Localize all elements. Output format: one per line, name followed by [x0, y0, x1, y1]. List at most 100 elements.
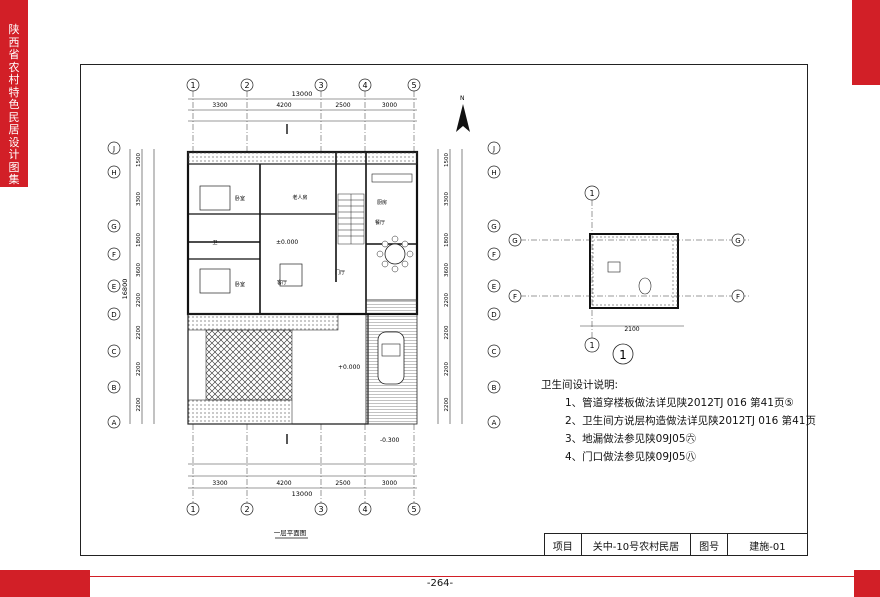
grid-bubble-left	[107, 279, 121, 293]
grid-bubble-left	[107, 247, 121, 261]
dining-table	[384, 243, 406, 265]
grid-label-bottom: 2	[244, 505, 249, 514]
car-outline	[377, 331, 405, 385]
note-item-1: 1、管道穿楼板做法详见陕2012TJ 016 第41页⑤	[565, 397, 794, 409]
dim-top-value: 3300	[212, 102, 227, 109]
dim-left-value: 1500	[136, 153, 142, 167]
kitchen-counter	[371, 173, 413, 183]
dim-left-value: 1800	[136, 233, 142, 247]
grid-label-top: 4	[362, 81, 367, 90]
grid-label-right: C	[492, 348, 497, 356]
top-right-tab	[852, 0, 880, 85]
grid-label-top: 1	[190, 81, 195, 90]
dim-bottom-value: 3300	[212, 480, 227, 487]
dim-right-value: 1500	[444, 153, 450, 167]
bottom-left-block	[0, 570, 90, 597]
grid-label-right: G	[491, 223, 496, 231]
side-tab: 陕西省农村特色民居设计图集	[0, 0, 28, 187]
grid-label-right: E	[492, 283, 496, 291]
grid-bubble-right	[487, 380, 501, 394]
grid-bubble-right	[487, 344, 501, 358]
dim-top-value: 2500	[335, 102, 350, 109]
plan-title: 一层平面图	[274, 529, 307, 537]
drawing-no-label: 图号	[691, 534, 728, 556]
room-label: 厨房	[377, 199, 387, 206]
grid-label-right: A	[492, 419, 497, 427]
grid-bubble-right	[487, 141, 501, 155]
detail-grid-bottom: 1	[589, 341, 594, 350]
dim-total-left: 16800	[121, 279, 129, 300]
north-arrow: N	[456, 95, 470, 132]
dim-top-value: 3000	[382, 102, 397, 109]
dimension-lines-right	[437, 149, 463, 424]
detail-row-f-right: F	[736, 293, 740, 301]
note-item-2: 2、卫生间方说层构造做法详见陕2012TJ 016 第41页	[565, 415, 816, 427]
grid-bubble-left	[107, 307, 121, 321]
grid-label-right: B	[492, 384, 497, 392]
drawing-sheet	[80, 64, 808, 556]
grid-label-top: 3	[318, 81, 323, 90]
room-label: 老人房	[292, 194, 307, 201]
detail-dim-width: 2100	[624, 326, 639, 333]
bottom-line	[90, 576, 854, 577]
grid-bubble-right	[487, 247, 501, 261]
grid-bubble-right	[487, 279, 501, 293]
grid-bubble-right	[487, 219, 501, 233]
grid-bubble-right	[487, 165, 501, 179]
dim-right-value: 2200	[444, 362, 450, 376]
grid-bubble-left	[107, 165, 121, 179]
drawing-no: 建施-01	[728, 534, 808, 556]
bathroom-notes: 卫生间设计说明: 1、管道穿楼板做法详见陕2012TJ 016 第41页⑤ 2、…	[541, 376, 816, 466]
beds	[199, 185, 231, 294]
grid-label-top: 2	[244, 81, 249, 90]
sofa	[279, 263, 303, 287]
dim-bottom-value: 4200	[276, 480, 291, 487]
grid-label-left: D	[111, 311, 116, 319]
grid-label-left: A	[112, 419, 117, 427]
grid-bubble-left	[107, 415, 121, 429]
detail-row-g-right: G	[735, 237, 740, 245]
elevation-2: +0.000	[338, 364, 360, 371]
grid-label-bottom: 3	[318, 505, 323, 514]
dimension-lines-top	[188, 98, 417, 122]
room-label: 卫	[212, 240, 217, 246]
dim-left-value: 2200	[136, 397, 142, 411]
detail-grid-top: 1	[589, 189, 594, 198]
room-labels: 卧室卧室客厅厨房餐厅老人房卫门厅	[212, 194, 387, 288]
dim-total-bottom: 13000	[292, 490, 313, 498]
grid-label-left: J	[112, 145, 115, 153]
grid-label-bottom: 5	[411, 505, 416, 514]
project-label: 项目	[545, 534, 582, 556]
dim-left-value: 2200	[136, 362, 142, 376]
dim-right-value: 3600	[444, 263, 450, 277]
grid-bubble-left	[107, 380, 121, 394]
dimension-lines-bottom	[188, 463, 417, 489]
grid-label-right: J	[492, 145, 495, 153]
project-name: 关中-10号农村民居	[582, 534, 692, 556]
grid-bubbles-bottom: 1 2 3 4 5	[186, 424, 421, 516]
note-item-4: 4、门口做法参见陕09J05㊇	[565, 451, 696, 463]
dim-right-value: 2200	[444, 293, 450, 307]
dim-total-top: 13000	[292, 90, 313, 98]
grid-bubble-right	[487, 415, 501, 429]
elevation-1: ±0.000	[276, 239, 298, 246]
grid-label-bottom: 4	[362, 505, 367, 514]
notes-title: 卫生间设计说明:	[541, 379, 619, 391]
grid-label-right: H	[491, 169, 496, 177]
dim-left-value: 3600	[136, 263, 142, 277]
dim-left-value: 2200	[136, 325, 142, 339]
dim-right-value: 2200	[444, 397, 450, 411]
front-yard-paving	[205, 329, 293, 401]
grid-label-bottom: 1	[190, 505, 195, 514]
note-item-3: 3、地漏做法参见陕09J05㊅	[565, 433, 696, 445]
grid-label-left: C	[112, 348, 117, 356]
grid-label-left: E	[112, 283, 116, 291]
front-strip-gravel	[187, 399, 293, 425]
grid-label-right: D	[491, 311, 496, 319]
grid-bubble-left	[107, 141, 121, 155]
